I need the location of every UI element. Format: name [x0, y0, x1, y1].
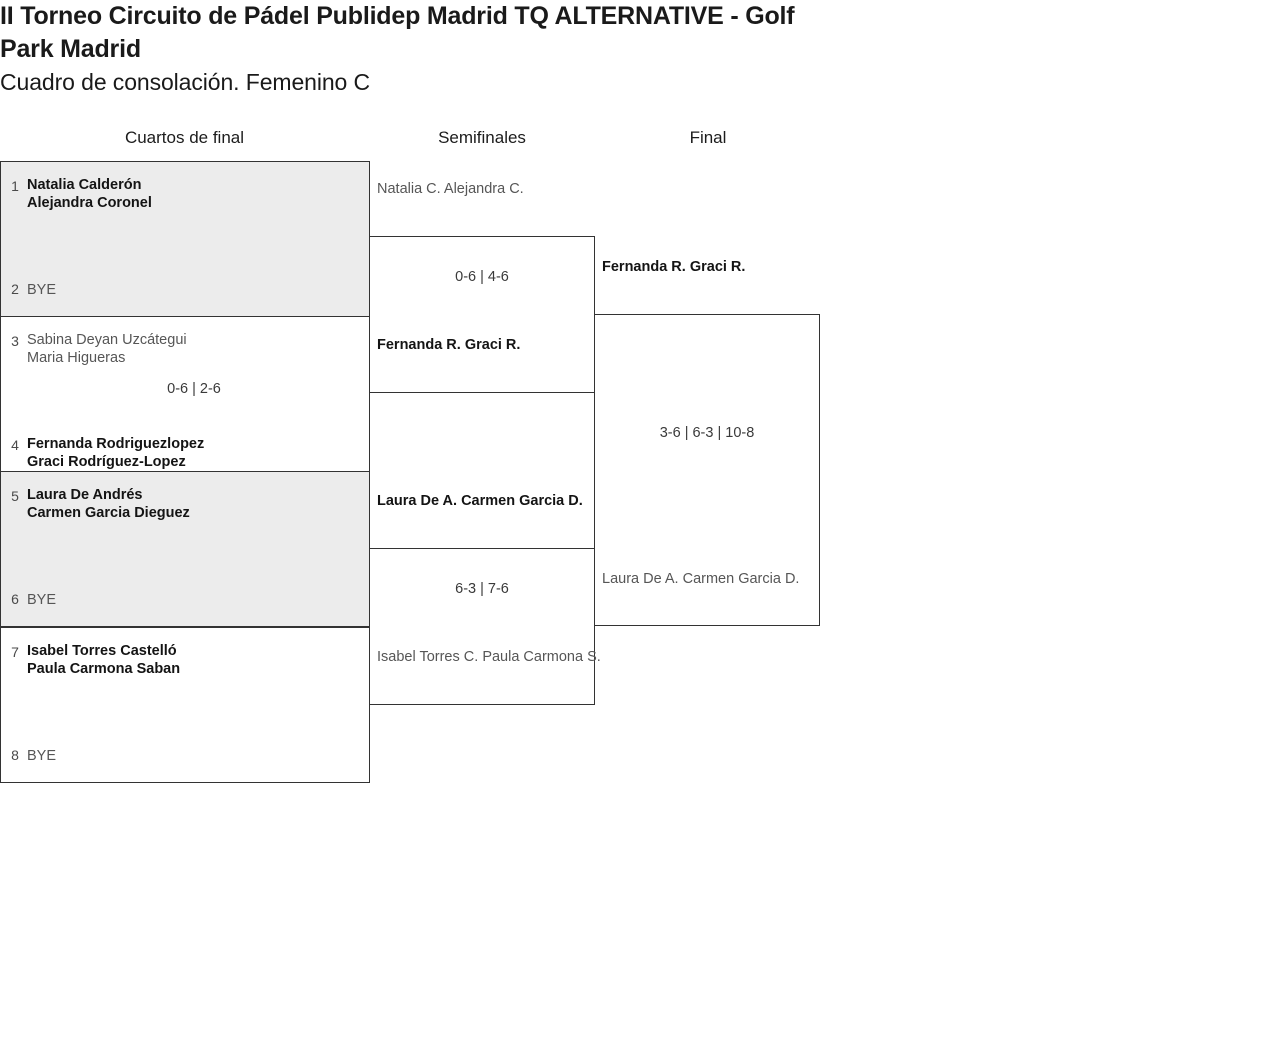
team-entry: BYE — [27, 747, 361, 765]
player-name: Isabel Torres C. — [377, 649, 479, 665]
match-score: 6-3 | 7-6 — [455, 581, 509, 597]
player-name: Laura De A. — [377, 493, 458, 509]
player-name: Laura De Andrés — [27, 487, 143, 503]
team-entry: Laura De A. Carmen Garcia D. — [377, 492, 597, 510]
player-name: Isabel Torres Castelló — [27, 643, 177, 659]
round-header-final: Final — [689, 128, 727, 147]
team-entry: Laura De A. Carmen Garcia D. — [602, 570, 822, 588]
player-name: Sabina Deyan Uzcátegui — [27, 332, 187, 348]
bye-label: BYE — [27, 282, 57, 298]
table-row[interactable]: 5 Laura De Andrés Carmen Garcia Dieguez … — [0, 471, 370, 627]
round-header-semifinals: Semifinales — [438, 128, 526, 147]
match-score: 3-6 | 6-3 | 10-8 — [659, 425, 755, 441]
seed-number: 4 — [11, 437, 19, 453]
table-row[interactable]: 1 Natalia Calderón Alejandra Coronel 2 B… — [0, 161, 370, 317]
page-title: II Torneo Circuito de Pádel Publidep Mad… — [0, 0, 900, 99]
match-score: 0-6 | 4-6 — [455, 269, 509, 285]
player-name: Carmen Garcia D. — [461, 493, 583, 509]
seed-number: 6 — [11, 591, 19, 607]
player-name: Graci Rodríguez-Lopez — [27, 454, 186, 470]
player-name: Fernanda Rodriguezlopez — [27, 436, 205, 452]
player-name: Natalia Calderón — [27, 177, 142, 193]
team-entry: BYE — [27, 281, 361, 299]
team-entry: BYE — [27, 591, 361, 609]
team-entry: Isabel Torres C. Paula Carmona S. — [377, 648, 601, 666]
team-entry: Natalia Calderón Alejandra Coronel — [27, 176, 361, 212]
seed-number: 1 — [11, 178, 19, 194]
seed-number: 8 — [11, 747, 19, 763]
table-row[interactable]: 3 Sabina Deyan Uzcátegui Maria Higueras … — [0, 316, 370, 472]
seed-number: 3 — [11, 333, 19, 349]
team-entry: Isabel Torres Castelló Paula Carmona Sab… — [27, 642, 361, 678]
player-name: Laura De A. — [602, 571, 679, 587]
player-name: Paula Carmona Saban — [27, 661, 181, 677]
player-name: Graci R. — [464, 337, 521, 353]
team-entry: Natalia C. Alejandra C. — [377, 180, 597, 198]
player-name: Carmen Garcia Dieguez — [27, 505, 190, 521]
table-row[interactable]: 7 Isabel Torres Castelló Paula Carmona S… — [0, 627, 370, 783]
team-entry: Laura De Andrés Carmen Garcia Dieguez — [27, 486, 361, 522]
table-row[interactable] — [369, 548, 595, 705]
player-name: Paula Carmona S. — [482, 649, 601, 665]
team-entry: Fernanda Rodriguezlopez Graci Rodríguez-… — [27, 435, 361, 471]
player-name: Alejandra C. — [443, 181, 524, 197]
tournament-title-line-1: II Torneo Circuito de Pádel Publidep Mad… — [0, 2, 795, 30]
player-name: Alejandra Coronel — [27, 195, 152, 211]
bye-label: BYE — [27, 592, 57, 608]
tournament-title-line-2: Park Madrid — [0, 35, 141, 63]
team-entry: Sabina Deyan Uzcátegui Maria Higueras — [27, 331, 361, 367]
player-name: Maria Higueras — [27, 350, 126, 366]
table-row[interactable] — [369, 236, 595, 393]
seed-number: 2 — [11, 281, 19, 297]
seed-number: 5 — [11, 488, 19, 504]
player-name: Fernanda R. — [377, 337, 461, 353]
table-row[interactable] — [594, 314, 820, 626]
player-name: Carmen Garcia D. — [682, 571, 800, 587]
seed-number: 7 — [11, 644, 19, 660]
tournament-subtitle: Cuadro de consolación. Femenino C — [0, 69, 371, 95]
player-name: Fernanda R. — [602, 259, 686, 275]
team-entry: Fernanda R. Graci R. — [602, 258, 822, 276]
bye-label: BYE — [27, 748, 57, 764]
player-name: Graci R. — [689, 259, 746, 275]
round-header-quarterfinals: Cuartos de final — [124, 128, 245, 147]
match-score: 0-6 | 2-6 — [167, 381, 221, 397]
player-name: Natalia C. — [377, 181, 441, 197]
team-entry: Fernanda R. Graci R. — [377, 336, 597, 354]
